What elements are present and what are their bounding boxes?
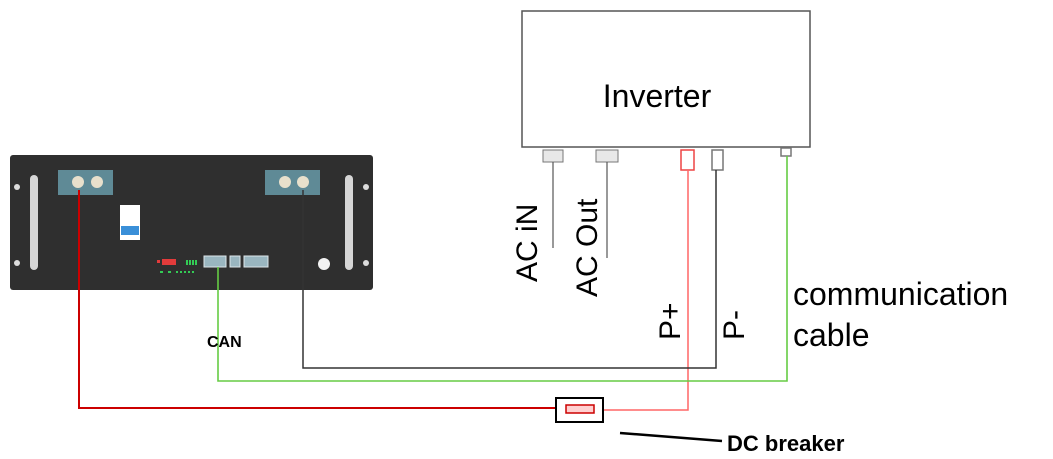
mount-hole — [363, 184, 369, 190]
inverter-label: Inverter — [603, 78, 712, 114]
p-minus-label: P- — [718, 310, 751, 340]
terminal-bolt — [279, 176, 291, 188]
can-label: CAN — [207, 334, 242, 351]
rs485-port — [229, 255, 241, 268]
right-handle — [345, 175, 353, 270]
status-led — [157, 260, 160, 263]
terminal-bolt — [91, 176, 103, 188]
dc-breaker-pointer — [619, 431, 723, 443]
positive-terminal — [58, 170, 113, 195]
ac-out-connector — [595, 149, 619, 163]
power-button — [318, 258, 330, 270]
led-row — [160, 260, 197, 273]
negative-wire — [302, 170, 717, 369]
ac-in-connector — [542, 149, 564, 163]
left-handle — [30, 175, 38, 270]
dc-breaker-label: DC breaker — [727, 431, 845, 456]
communication-label-line1: communication — [793, 276, 1008, 312]
communication-wire — [217, 156, 788, 382]
dip-switch — [162, 259, 176, 265]
mount-hole — [14, 260, 20, 266]
can-port — [203, 255, 227, 268]
dc-breaker — [555, 397, 723, 443]
p-plus-connector — [680, 149, 695, 171]
dc-breaker-fuse — [565, 404, 595, 414]
battery-module — [10, 155, 373, 290]
rs232-port — [243, 255, 269, 268]
mount-hole — [14, 184, 20, 190]
terminal-bolt — [72, 176, 84, 188]
ac-out-label: AC Out — [571, 198, 604, 297]
p-plus-label: P+ — [654, 302, 687, 340]
communication-label-line2: cable — [793, 317, 870, 353]
inverter: Inverter — [521, 10, 811, 258]
negative-terminal — [265, 170, 320, 195]
ac-in-label: AC iN — [511, 204, 544, 282]
inverter-box — [521, 10, 811, 148]
mount-hole — [363, 260, 369, 266]
positive-wire-inverter — [603, 170, 689, 411]
comm-connector — [780, 147, 792, 157]
p-minus-connector — [711, 149, 724, 171]
positive-wire — [78, 190, 555, 409]
terminal-bolt — [297, 176, 309, 188]
battery-switch-lever — [121, 226, 139, 235]
